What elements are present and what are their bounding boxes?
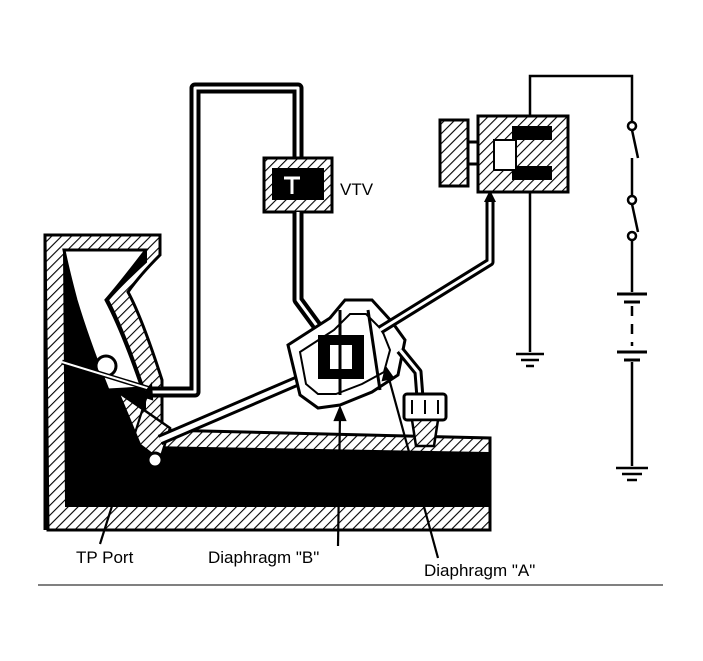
solenoid-rod [377, 190, 496, 334]
vacuum-hose-tp-to-vtv [150, 82, 304, 398]
vacuum-hose-vtv-to-diaphragm [292, 212, 325, 334]
hose-to-fitting [396, 347, 425, 399]
leader-lines [98, 365, 440, 559]
vacuum-solenoid [438, 114, 570, 194]
dual-diaphragm-actuator [286, 298, 407, 410]
vtv-label: VTV [340, 180, 374, 199]
vtv-valve [262, 156, 334, 214]
diaphragm-b-label: Diaphragm "B" [208, 548, 320, 567]
throttle-plate [61, 354, 161, 395]
ground-symbol-solenoid [516, 352, 544, 368]
diaphragm-a-label: Diaphragm "A" [424, 561, 536, 580]
tp-port-label: TP Port [76, 548, 134, 567]
ground-symbol-battery [616, 466, 648, 482]
throttle-lever [115, 388, 172, 469]
hose-fitting [402, 392, 448, 448]
electrical-circuit [528, 74, 647, 466]
